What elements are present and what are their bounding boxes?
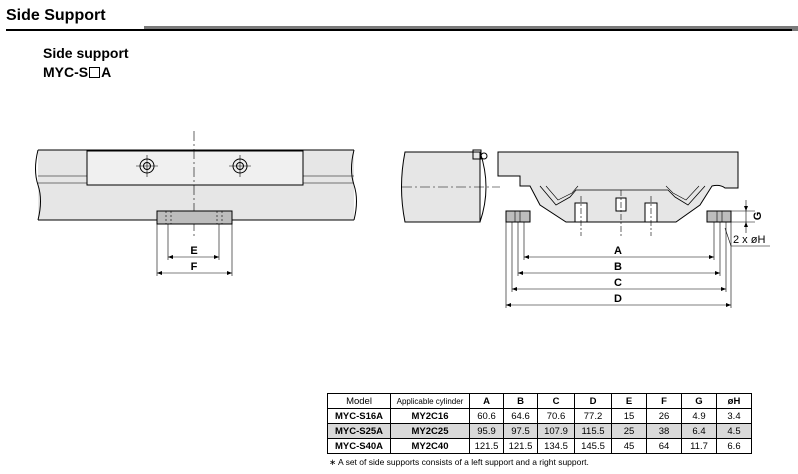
table-cell: 15	[611, 408, 647, 424]
table-cell: 121.5	[503, 438, 538, 454]
table-cell: 38	[646, 423, 682, 439]
table-cell: 70.6	[537, 408, 575, 424]
table-cell: 64	[646, 438, 682, 454]
table-header-cell: D	[574, 393, 612, 409]
table-cell: 45	[611, 438, 647, 454]
table-header-row: Model Applicable cylinder A B C D E F G …	[327, 393, 752, 409]
table-header-cell: øH	[716, 393, 752, 409]
table-cell: 6.4	[681, 423, 717, 439]
dim-label-c: C	[614, 277, 622, 289]
table-cell: 97.5	[503, 423, 538, 439]
table-header-cell: G	[681, 393, 717, 409]
header-bar	[144, 26, 798, 31]
dim-label-f: F	[191, 261, 198, 273]
right-view	[401, 149, 770, 308]
dim-label-e: E	[190, 245, 197, 257]
table-cell: 11.7	[681, 438, 717, 454]
table-cell: 60.6	[469, 408, 504, 424]
table-cell: 26	[646, 408, 682, 424]
table-cell: 4.9	[681, 408, 717, 424]
table-cell: 107.9	[537, 423, 575, 439]
left-view	[35, 131, 357, 276]
table-cell: 121.5	[469, 438, 504, 454]
table-header-cell: F	[646, 393, 682, 409]
dim-label-d: D	[614, 293, 622, 305]
table-cell-cylinder: MY2C25	[390, 423, 470, 439]
spec-table: Model Applicable cylinder A B C D E F G …	[327, 393, 752, 454]
table-cell-cylinder: MY2C16	[390, 408, 470, 424]
table-header-cell: C	[537, 393, 575, 409]
table-row: MYC-S25A MY2C25 95.9 97.5 107.9 115.5 25…	[327, 423, 752, 439]
table-header-cell: Model	[327, 393, 391, 409]
table-cell-cylinder: MY2C40	[390, 438, 470, 454]
dim-label-b: B	[614, 261, 622, 273]
table-cell-model: MYC-S25A	[327, 423, 391, 439]
table-header-cell: E	[611, 393, 647, 409]
table-cell: 115.5	[574, 423, 612, 439]
table-cell: 3.4	[716, 408, 752, 424]
dim-label-a: A	[614, 245, 622, 257]
dim-label-h: 2 x øH	[733, 234, 765, 246]
table-cell-model: MYC-S16A	[327, 408, 391, 424]
table-cell: 64.6	[503, 408, 538, 424]
dim-label-g: G	[752, 212, 764, 221]
subtitle-name: Side support	[43, 45, 129, 61]
table-cell: 95.9	[469, 423, 504, 439]
table-row: MYC-S16A MY2C16 60.6 64.6 70.6 77.2 15 2…	[327, 408, 752, 424]
table-cell: 6.6	[716, 438, 752, 454]
section-header: Side Support	[6, 6, 798, 31]
table-row: MYC-S40A MY2C40 121.5 121.5 134.5 145.5 …	[327, 438, 752, 454]
table-cell: 77.2	[574, 408, 612, 424]
table-cell: 145.5	[574, 438, 612, 454]
size-placeholder-box	[89, 66, 101, 78]
table-cell-model: MYC-S40A	[327, 438, 391, 454]
section-title: Side Support	[6, 7, 106, 24]
table-cell: 4.5	[716, 423, 752, 439]
subtitle-model: MYC-S A	[43, 64, 111, 80]
model-suffix: A	[101, 64, 112, 80]
footnote: ∗ A set of side supports consists of a l…	[329, 457, 589, 467]
header-underline	[6, 29, 792, 31]
table-cell: 25	[611, 423, 647, 439]
model-prefix: MYC-S	[43, 64, 89, 80]
table-cell: 134.5	[537, 438, 575, 454]
technical-drawing: E F	[35, 131, 770, 308]
table-header-cell: A	[469, 393, 504, 409]
table-header-cell: Applicable cylinder	[390, 393, 470, 409]
table-header-cell: B	[503, 393, 538, 409]
